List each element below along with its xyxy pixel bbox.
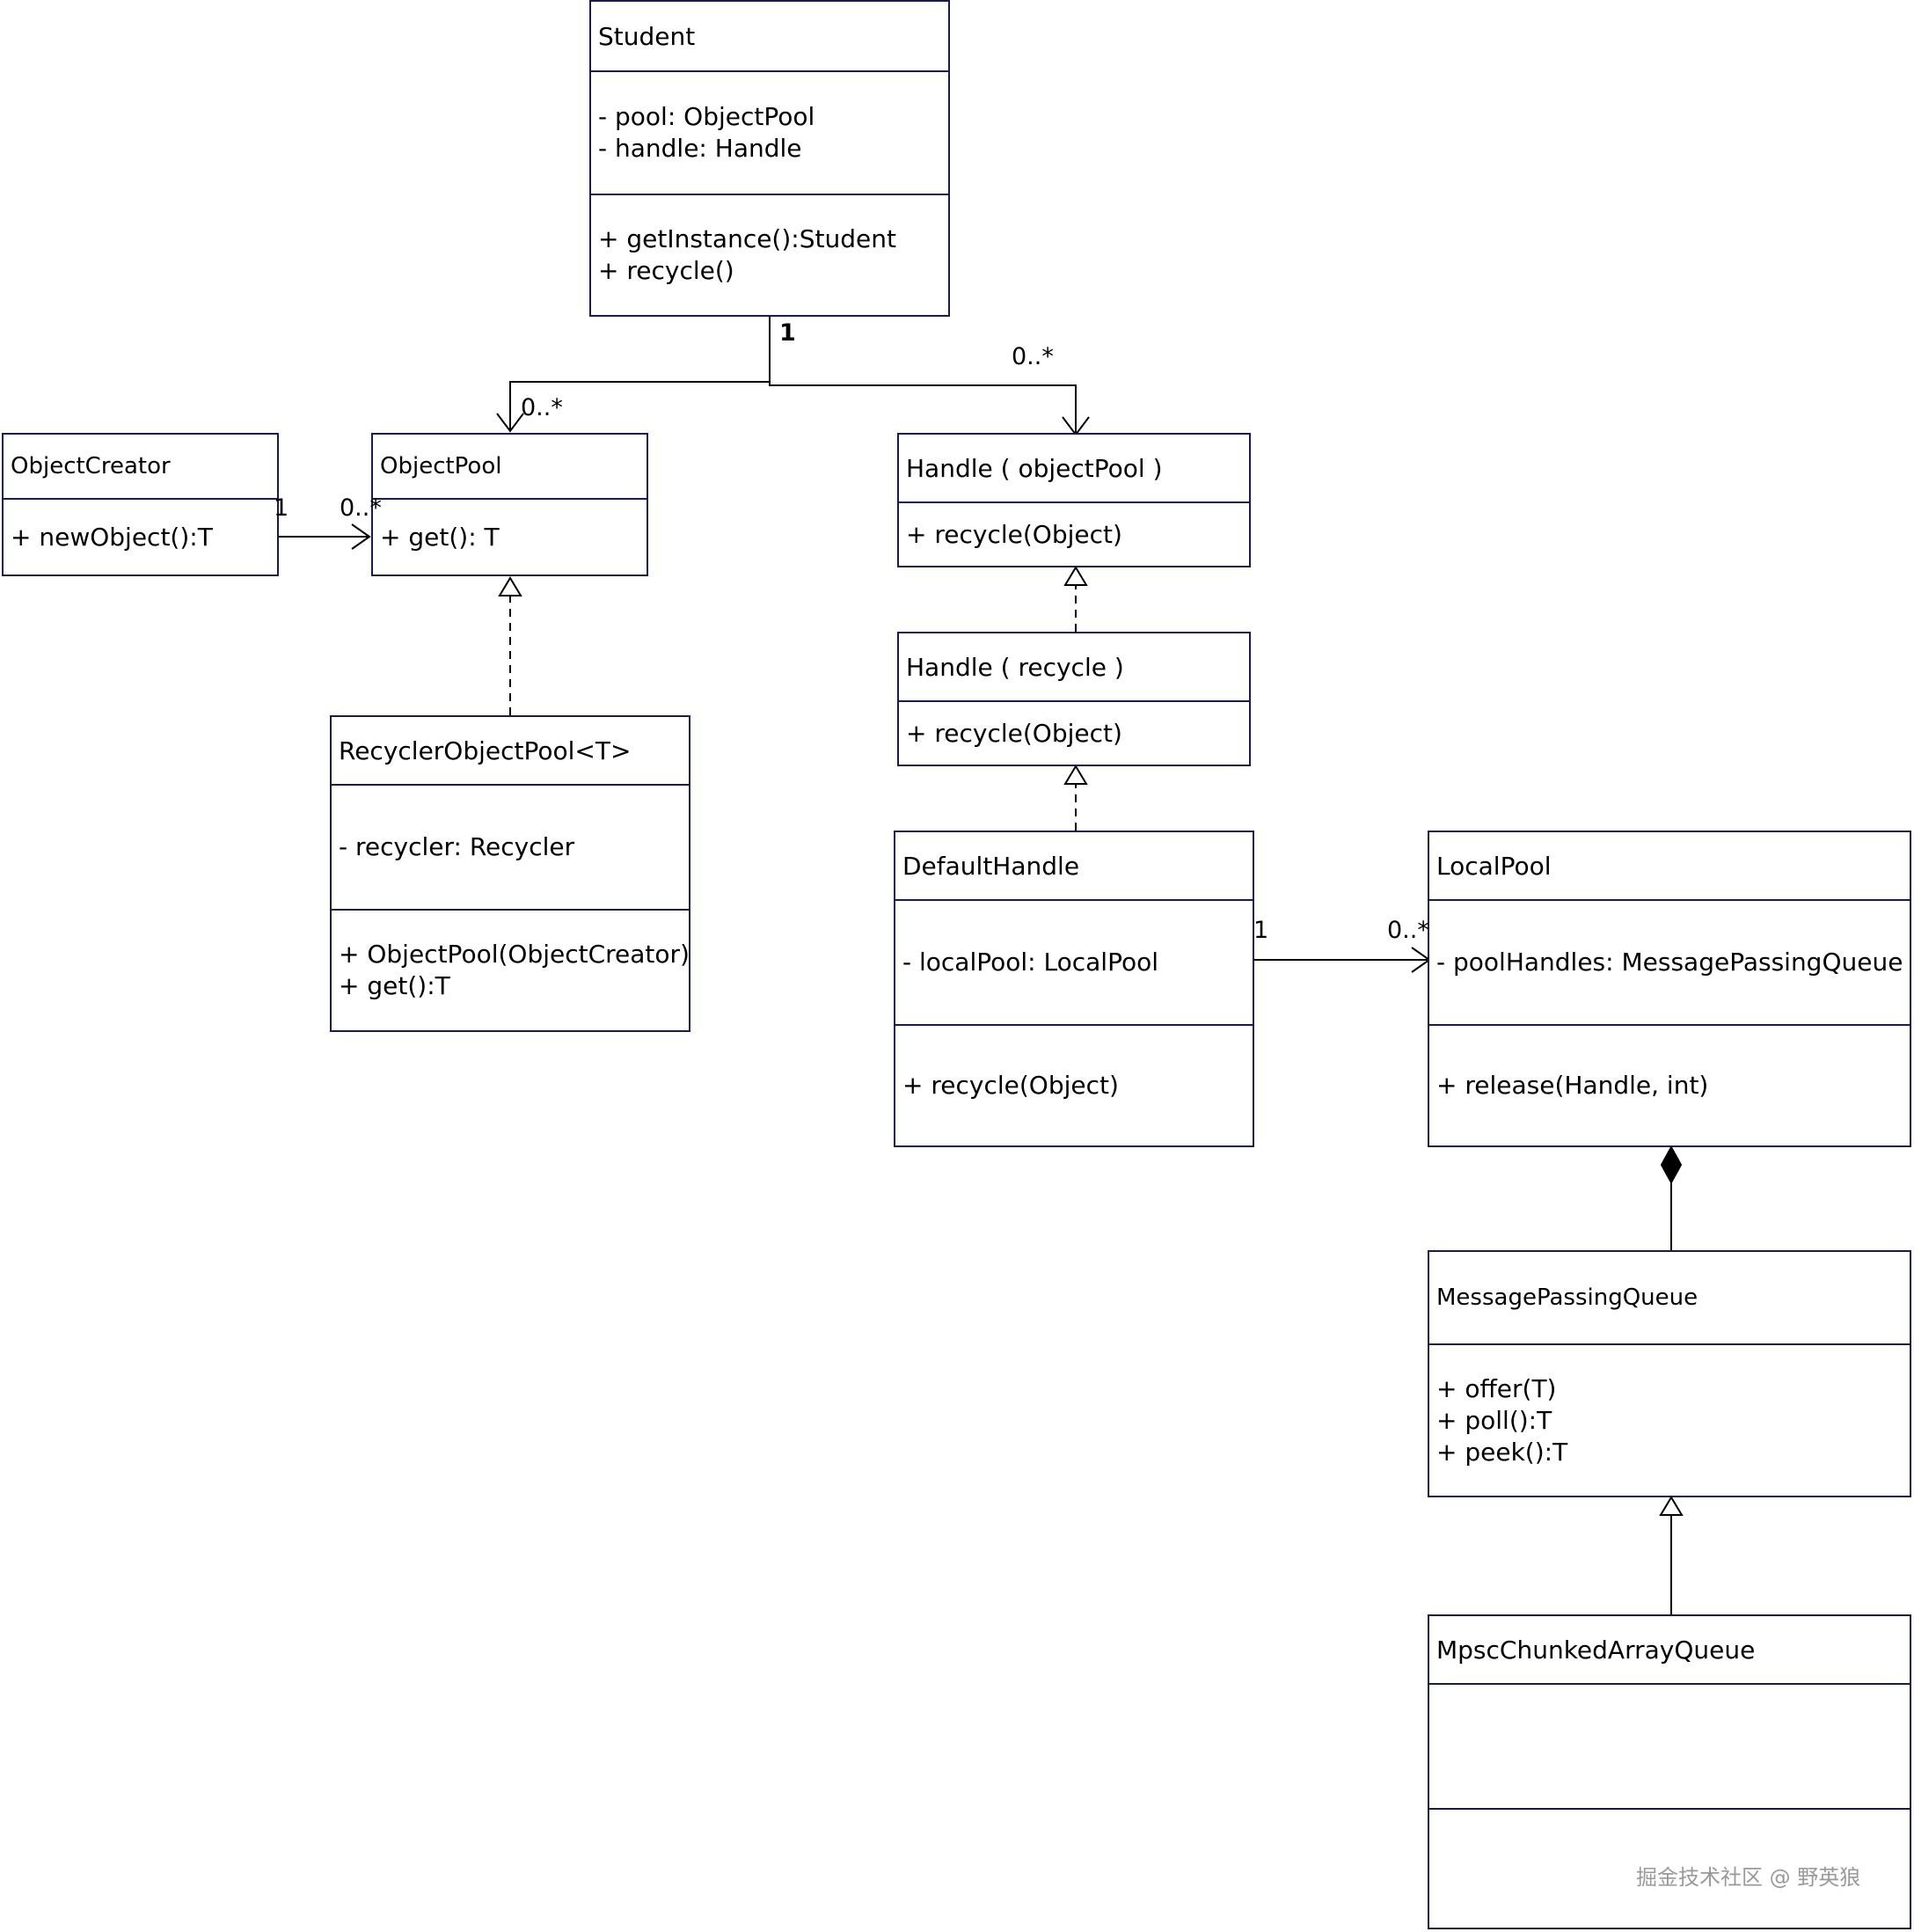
methods-compartment: + release(Handle, int) <box>1429 1024 1910 1145</box>
multiplicity-student-source: 1 <box>779 319 796 347</box>
class-mpsc-chunked-array-queue[interactable]: MpscChunkedArrayQueue <box>1428 1614 1911 1929</box>
class-handle-object-pool[interactable]: Handle ( objectPool ) + recycle(Object) <box>897 433 1251 567</box>
class-name: RecyclerObjectPool<T> <box>339 735 632 765</box>
class-name: Handle ( recycle ) <box>906 652 1124 682</box>
attributes-compartment: - poolHandles: MessagePassingQueue <box>1429 899 1910 1024</box>
method: + recycle() <box>598 256 734 285</box>
class-name: MessagePassingQueue <box>1436 1284 1698 1311</box>
class-student[interactable]: Student - pool: ObjectPool - handle: Han… <box>589 0 950 317</box>
composition-diamond <box>1660 1145 1683 1185</box>
class-name: DefaultHandle <box>902 851 1080 881</box>
multiplicity-creator-source: 1 <box>274 494 289 522</box>
class-name-compartment: MessagePassingQueue <box>1429 1252 1910 1343</box>
multiplicity-student-to-handle: 0..* <box>1012 343 1054 370</box>
class-object-creator[interactable]: ObjectCreator + newObject():T <box>2 433 279 576</box>
attribute: - handle: Handle <box>598 134 802 163</box>
class-message-passing-queue[interactable]: MessagePassingQueue + offer(T) + poll():… <box>1428 1250 1911 1497</box>
attribute: - recycler: Recycler <box>339 832 575 861</box>
methods-compartment: + getInstance():Student + recycle() <box>591 194 948 315</box>
attributes-compartment <box>1429 1683 1910 1808</box>
methods-compartment: + ObjectPool(ObjectCreator) + get():T <box>332 909 690 1030</box>
class-name-compartment: ObjectCreator <box>4 435 277 498</box>
arrowhead-open <box>496 413 524 433</box>
method: + release(Handle, int) <box>1436 1071 1709 1100</box>
method: + newObject():T <box>11 522 213 552</box>
class-name: Student <box>598 21 696 51</box>
class-recycler-object-pool[interactable]: RecyclerObjectPool<T> - recycler: Recycl… <box>330 715 690 1032</box>
multiplicity-defaulthandle-to-localpool: 0..* <box>1387 917 1429 944</box>
methods-compartment: + get(): T <box>373 498 647 574</box>
realization-triangle <box>1063 765 1088 785</box>
watermark: 掘金技术社区 @ 野英狼 <box>1636 1865 1861 1890</box>
multiplicity-defaulthandle-source: 1 <box>1253 917 1269 944</box>
multiplicity-creator-to-pool: 0..* <box>340 494 382 522</box>
class-name: Handle ( objectPool ) <box>906 453 1163 483</box>
method: + peek():T <box>1436 1437 1568 1467</box>
attribute: - poolHandles: MessagePassingQueue <box>1436 948 1903 977</box>
class-name: ObjectCreator <box>11 453 171 479</box>
method: + recycle(Object) <box>906 519 1122 549</box>
method: + get():T <box>339 971 450 1000</box>
multiplicity-student-to-pool: 0..* <box>521 394 563 421</box>
class-name-compartment: MpscChunkedArrayQueue <box>1429 1616 1910 1683</box>
class-name-compartment: LocalPool <box>1429 832 1910 899</box>
generalization-triangle <box>1659 1496 1684 1516</box>
class-name-compartment: Handle ( recycle ) <box>899 633 1249 700</box>
class-name: MpscChunkedArrayQueue <box>1436 1635 1756 1665</box>
realization-triangle <box>1063 566 1088 586</box>
class-name-compartment: RecyclerObjectPool<T> <box>332 717 689 784</box>
attribute: - localPool: LocalPool <box>902 948 1159 977</box>
class-default-handle[interactable]: DefaultHandle - localPool: LocalPool + r… <box>894 831 1254 1147</box>
class-local-pool[interactable]: LocalPool - poolHandles: MessagePassingQ… <box>1428 831 1911 1147</box>
method: + offer(T) <box>1436 1373 1557 1403</box>
methods-compartment: + recycle(Object) <box>895 1024 1253 1145</box>
method: + ObjectPool(ObjectCreator) <box>339 940 690 969</box>
class-name-compartment: Handle ( objectPool ) <box>899 435 1249 501</box>
class-name: ObjectPool <box>380 453 502 479</box>
methods-compartment: + recycle(Object) <box>899 700 1249 765</box>
class-name: LocalPool <box>1436 851 1552 881</box>
methods-compartment: + newObject():T <box>4 498 277 574</box>
method: + recycle(Object) <box>902 1071 1119 1100</box>
method: + getInstance():Student <box>598 224 896 253</box>
methods-compartment <box>1429 1808 1910 1928</box>
method: + recycle(Object) <box>906 718 1122 748</box>
arrowhead-open <box>351 523 371 550</box>
class-name-compartment: Student <box>591 2 948 70</box>
attributes-compartment: - pool: ObjectPool - handle: Handle <box>591 70 948 194</box>
methods-compartment: + offer(T) + poll():T + peek():T <box>1429 1343 1910 1496</box>
attributes-compartment: - localPool: LocalPool <box>895 899 1253 1024</box>
method: + poll():T <box>1436 1405 1552 1435</box>
class-object-pool[interactable]: ObjectPool + get(): T <box>371 433 648 576</box>
methods-compartment: + recycle(Object) <box>899 501 1249 566</box>
class-name-compartment: DefaultHandle <box>895 832 1253 899</box>
association-student-handle <box>769 314 1077 435</box>
class-handle-recycle[interactable]: Handle ( recycle ) + recycle(Object) <box>897 632 1251 766</box>
class-name-compartment: ObjectPool <box>373 435 647 498</box>
method: + get(): T <box>380 522 500 552</box>
attributes-compartment: - recycler: Recycler <box>332 784 689 909</box>
attribute: - pool: ObjectPool <box>598 102 815 131</box>
realization-triangle <box>498 576 522 596</box>
